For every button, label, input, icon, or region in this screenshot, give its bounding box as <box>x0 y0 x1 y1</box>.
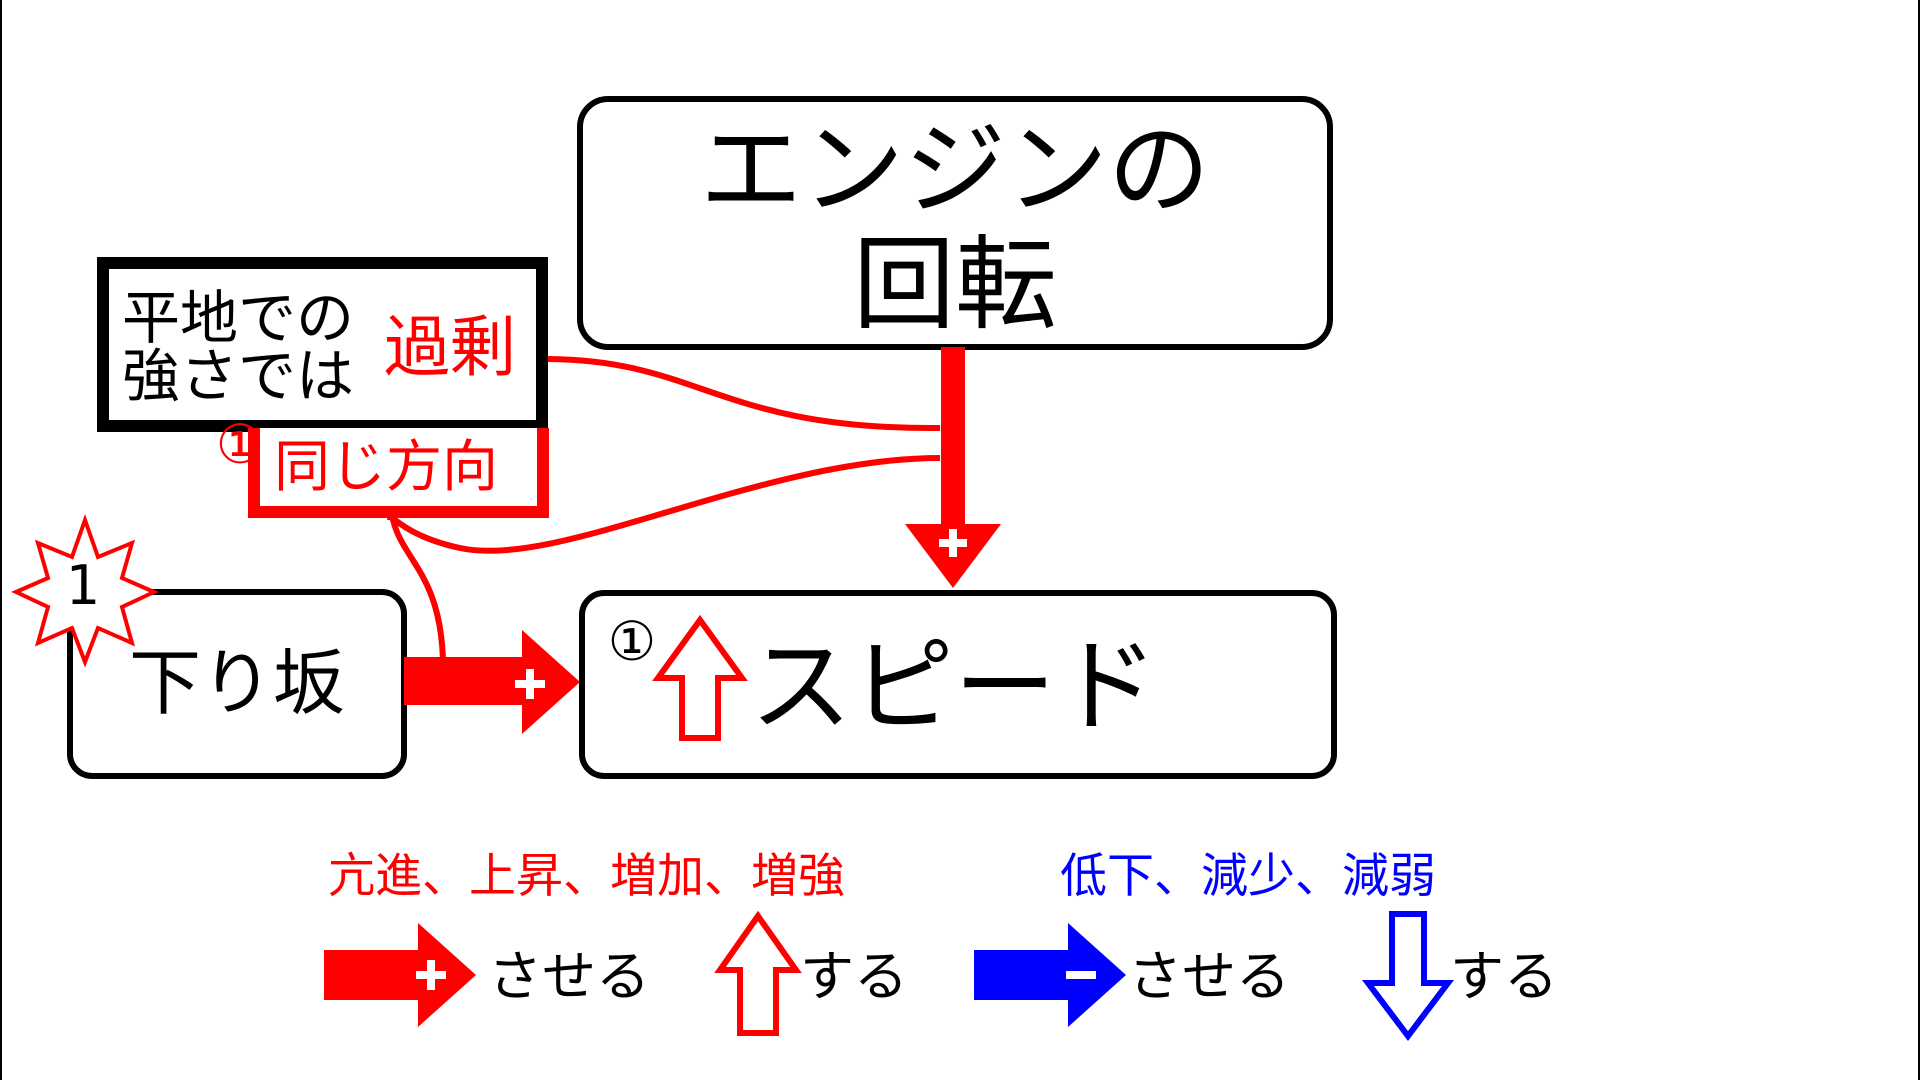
condition-influence-curves <box>387 356 941 661</box>
legend-blue-down-arrow-icon <box>1361 911 1455 1041</box>
condition-line1: 平地での <box>122 284 354 352</box>
engine-rotation-node: エンジンの 回転 <box>577 96 1333 350</box>
downhill-label: 下り坂 <box>129 641 345 725</box>
burst-number: 1 <box>66 554 100 617</box>
engine-to-speed-arrow <box>905 347 1001 588</box>
legend-blue-down-label: する <box>1450 945 1558 1008</box>
left-frame-edge <box>0 0 2 1080</box>
legend-red-push-label: させる <box>488 945 650 1008</box>
same-direction-label: ① 同じ方向 <box>216 413 549 518</box>
speed-node: ① スピード <box>579 590 1337 779</box>
engine-node-line2: 回転 <box>853 226 1057 345</box>
legend-blue-push-label: させる <box>1128 945 1290 1008</box>
legend-blue-minus-arrow-icon <box>974 923 1126 1027</box>
legend-red-plus-arrow-icon <box>324 923 476 1027</box>
legend: 亢進、上昇、増加、増強 低下、減少、減弱 させる する させる する <box>324 849 1558 1041</box>
condition-node: 平地での 強さでは 過剰 <box>97 257 548 432</box>
legend-red-up-label: する <box>800 945 908 1008</box>
same-direction-text: 同じ方向 <box>274 435 498 500</box>
speed-marker: ① <box>608 610 656 673</box>
condition-highlight: 過剰 <box>384 309 516 386</box>
speed-up-arrow-icon <box>652 614 748 741</box>
downhill-to-speed-arrow <box>404 630 580 734</box>
legend-blue-heading: 低下、減少、減弱 <box>1060 849 1436 904</box>
burst-star-icon: 1 <box>11 513 159 668</box>
right-frame-edge <box>1918 0 1920 1080</box>
engine-node-line1: エンジンの <box>700 111 1210 230</box>
speed-label: スピード <box>750 628 1158 747</box>
condition-line2: 強さでは <box>122 342 354 410</box>
same-direction-marker: ① <box>216 413 264 476</box>
legend-red-heading: 亢進、上昇、増加、増強 <box>328 849 845 904</box>
legend-red-up-arrow-icon <box>714 910 802 1036</box>
